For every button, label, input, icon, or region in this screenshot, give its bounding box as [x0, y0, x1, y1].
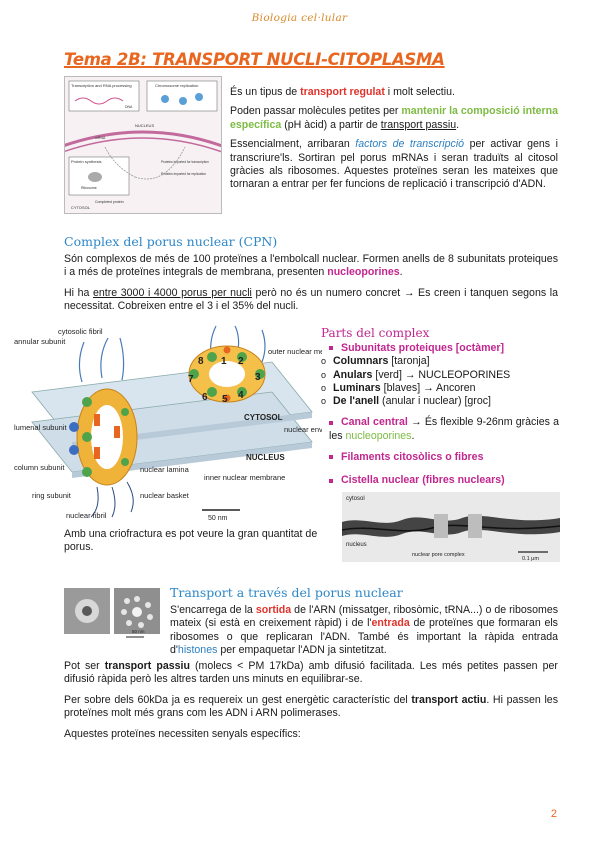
fig3-nucleus: nucleus — [346, 542, 367, 548]
transport-more: Pot ser transport passiu (molecs < PM 17… — [64, 660, 558, 741]
section-heading-transport: Transport a través del porus nuclear — [170, 585, 403, 600]
fig1-box3-label: Protein synthesis — [71, 159, 101, 164]
intro-p1: És un tipus de transport regulat i molt … — [230, 86, 455, 98]
fig1-ribosome-label: Ribosome — [81, 186, 97, 190]
fig1-mrna-label: mRNA — [95, 136, 106, 140]
fig2-label-nuclear-fibril: nuclear fibril — [66, 511, 107, 520]
fig1-imported-label: Proteins imported for transcription — [161, 160, 209, 164]
fig2-num-1: 1 — [221, 356, 227, 367]
fig2-num-4: 4 — [238, 390, 244, 401]
section-heading-cpn: Complex del porus nuclear (CPN) — [64, 234, 278, 249]
fig2-label-cytosolic-fibril: cytosolic fibril — [58, 327, 103, 336]
intro-text: És un tipus de transport regulat i molt … — [230, 86, 558, 192]
fig2-num-3: 3 — [255, 372, 261, 383]
fig2-label-cytosol: CYTOSOL — [244, 413, 283, 422]
intro-p2: Poden passar molècules petites per mante… — [230, 105, 558, 131]
fig2-label-nucleus: NUCLEUS — [246, 453, 285, 462]
fig2-label-basket: nuclear basket — [140, 491, 190, 500]
fig1-box1-label: Transcription and RNA processing — [71, 83, 132, 88]
parts-heading: Parts del complex — [321, 326, 430, 340]
fig2-label-envelope: nuclear envelope — [284, 425, 322, 434]
cpn-p1: Són complexos de més de 100 proteïnes a … — [64, 253, 558, 279]
fig2-num-5: 5 — [222, 394, 228, 405]
fig2-label-lamina: nuclear lamina — [140, 465, 190, 474]
fig2-label-column: column subunit — [14, 463, 65, 472]
fig3-npc: nuclear pore complex — [412, 552, 465, 558]
fig2-num-2: 2 — [238, 356, 244, 367]
fig4-scale: 50 nm — [132, 629, 145, 634]
parts-item-3: Filaments citosòlics o fibres — [321, 451, 559, 464]
fig1-dna-label: DNA — [125, 105, 133, 109]
fig1-cytosol-label: CYTOSOL — [71, 205, 91, 210]
fig3-cytosol: cytosol — [346, 496, 365, 502]
cpn-text: Són complexos de més de 100 proteïnes a … — [64, 253, 558, 314]
page-header: Biologia cel·lular — [251, 12, 348, 24]
transport-p2: Pot ser transport passiu (molecs < PM 17… — [64, 660, 558, 686]
fig2-label-inner-membrane: inner nuclear membrane — [204, 473, 285, 482]
fig1-nucleus-label: NUCLEUS — [135, 123, 154, 128]
fig1-completed-label: Completed protein — [95, 200, 124, 204]
intro-p3: Essencialment, arribaran factors de tran… — [230, 138, 558, 191]
cryofracture-caption: Amb una criofractura es pot veure la gra… — [64, 528, 318, 554]
fig2-label-lumenal: lumenal subunit — [14, 423, 67, 432]
page-title: Tema 2B: TRANSPORT NUCLI-CITOPLASMA — [64, 50, 445, 69]
figure-nucleus-cytosol: Transcription and RNA processing Chromos… — [64, 76, 222, 214]
transport-p3: Per sobre dels 60kDa ja es requereix un … — [64, 693, 558, 720]
fig2-scale: 50 nm — [208, 515, 228, 522]
parts-item-2: Canal central → És flexible 9-26nm gràci… — [329, 416, 559, 442]
fig1-imported2-label: Proteins imported for replication — [161, 172, 206, 176]
fig1-box2-label: Chromosome replication — [155, 83, 198, 88]
transport-p4: Aquestes proteïnes necessiten senyals es… — [64, 727, 301, 740]
fig2-label-outer-membrane: outer nuclear membrane — [268, 347, 322, 356]
parts-list: Parts del complex Subunitats proteiques … — [321, 326, 559, 488]
figure-nuclear-pore-complex: 8 1 2 3 4 5 6 7 annular subunit cytosoli… — [14, 325, 322, 522]
cpn-p2: Hi ha entre 3000 i 4000 porus per nucli … — [64, 286, 558, 313]
figure-freeze-fracture: 50 nm — [64, 588, 160, 638]
fig2-num-6: 6 — [202, 392, 208, 403]
page-number: 2 — [550, 808, 557, 820]
figure-micrograph-membrane: cytosol nucleus nuclear pore complex 0.1… — [342, 492, 560, 562]
parts-item-4: Cistella nuclear (fibres nuclears) — [321, 474, 559, 487]
fig2-num-7: 7 — [188, 374, 194, 385]
fig2-label-ring: ring subunit — [32, 491, 72, 500]
parts-item-1: Subunitats proteiques [octàmer] — [321, 342, 559, 355]
transport-p1: S'encarrega de la sortida de l'ARN (miss… — [170, 604, 559, 657]
fig2-num-8: 8 — [198, 356, 204, 367]
fig2-label-annular: annular subunit — [14, 337, 66, 346]
fig3-scale: 0.1 μm — [522, 556, 539, 562]
